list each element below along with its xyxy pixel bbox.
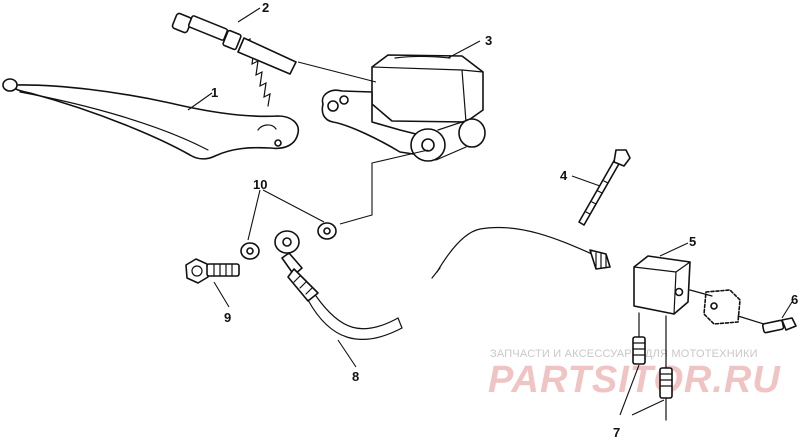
callout-7: 7	[613, 425, 620, 440]
watermark-tagline: ЗАПЧАСТИ И АКСЕССУАРЫ ДЛЯ МОТОТЕХНИКИ	[490, 348, 758, 360]
callout-5: 5	[689, 234, 696, 249]
terminal-icon	[632, 312, 673, 421]
brake-lever-icon	[2, 78, 300, 160]
callout-3: 3	[485, 33, 492, 48]
screw-icon	[737, 315, 797, 334]
brake-switch-icon	[633, 255, 741, 325]
callout-1: 1	[211, 85, 218, 100]
washer-icon	[240, 222, 337, 260]
callout-9: 9	[224, 310, 231, 325]
cable-tie-icon	[578, 149, 631, 226]
callout-4: 4	[560, 168, 568, 183]
callout-8: 8	[352, 369, 359, 384]
brake-hose-icon	[274, 226, 611, 341]
watermark-brand: PARTSITOR.RU	[488, 359, 781, 401]
master-cylinder-icon	[321, 54, 486, 162]
callout-2: 2	[262, 0, 269, 15]
callout-6: 6	[791, 292, 798, 307]
callout-10: 10	[253, 177, 267, 192]
banjo-bolt-icon	[185, 258, 240, 284]
piston-spring-icon	[171, 12, 297, 107]
